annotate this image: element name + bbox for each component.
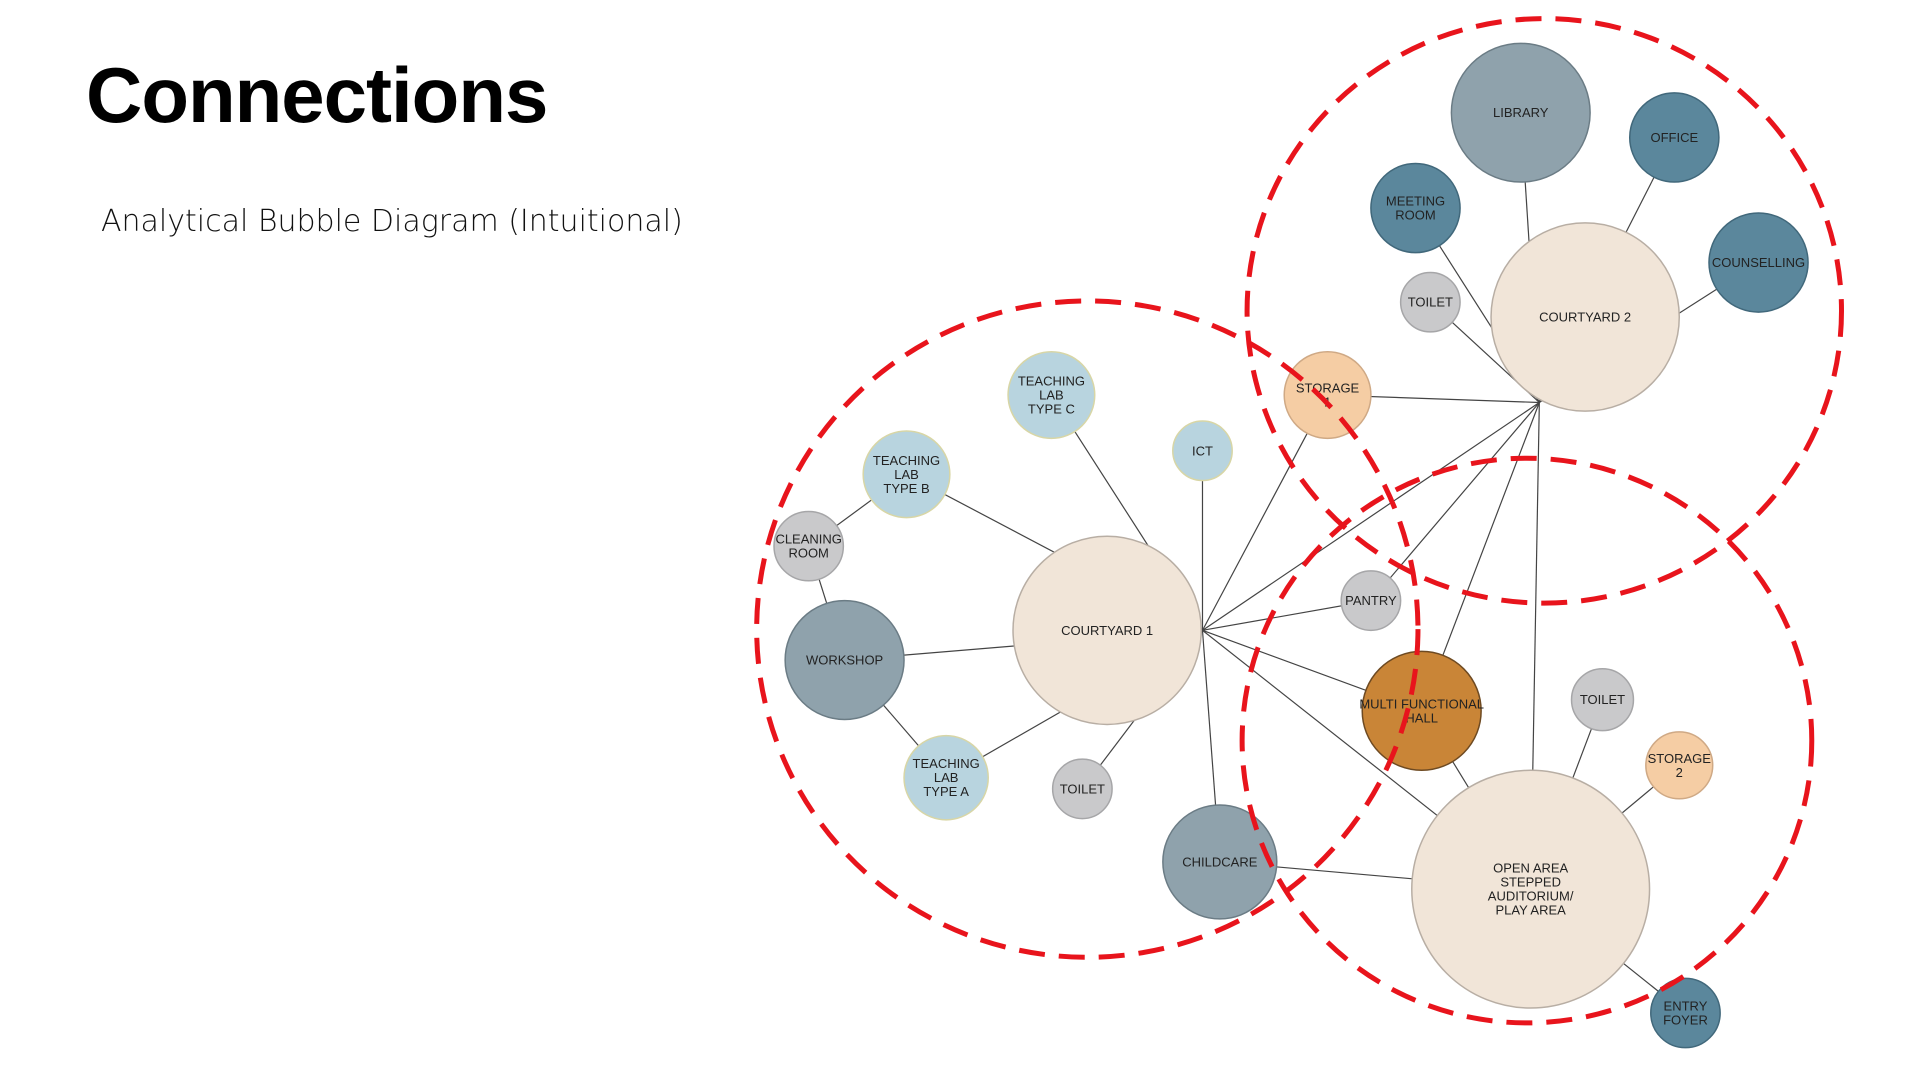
page-subtitle: Analytical Bubble Diagram (Intuitional) (101, 204, 683, 239)
zone-outline-courtyard-2 (1244, 16, 1845, 606)
bubble-circle (784, 599, 905, 721)
bubble-circle (1490, 222, 1681, 412)
bubble-label: COURTYARD 1 (1061, 623, 1153, 638)
bubble-label: FOYER (1663, 1013, 1708, 1028)
bubble-label: CLEANING (775, 532, 841, 547)
bubble-label: TOILET (1060, 781, 1105, 796)
bubble-circle (1361, 650, 1482, 772)
bubble-label: OPEN AREA (1493, 861, 1568, 876)
bubble-label: TEACHING (1018, 374, 1085, 389)
bubble-office: OFFICE (1628, 92, 1720, 183)
bubble-circle (1012, 535, 1202, 726)
bubble-label: AUDITORIUM/ (1488, 889, 1574, 904)
bubble-label: ICT (1192, 443, 1213, 458)
bubble-circle (1628, 92, 1720, 183)
bubble-circle (1570, 667, 1635, 732)
bubble-childcare: CHILDCARE (1162, 804, 1278, 920)
bubble-label: MULTI FUNCTIONAL (1359, 696, 1484, 711)
bubble-circle (1708, 212, 1809, 313)
bubble-workshop: WORKSHOP (784, 599, 905, 721)
bubble-circle (1340, 570, 1402, 632)
bubble-label: TYPE A (923, 784, 969, 799)
bubble-label: ROOM (788, 546, 828, 561)
bubble-label: COUNSELLING (1712, 255, 1805, 270)
bubble-circle (1645, 731, 1714, 800)
bubble-counselling: COUNSELLING (1708, 212, 1809, 313)
page-title: Connections (86, 51, 548, 139)
bubble-pantry: PANTRY (1340, 570, 1402, 632)
bubble-circle (1650, 977, 1721, 1049)
bubble-label: ENTRY (1664, 999, 1708, 1014)
connection-courtyard2-pantry (1370, 402, 1540, 602)
bubble-label: HALL (1405, 710, 1438, 725)
bubble-label: STORAGE (1648, 751, 1712, 766)
bubble-label: TOILET (1580, 692, 1625, 707)
bubble-circle (1283, 350, 1372, 440)
bubble-label: PLAY AREA (1495, 903, 1566, 918)
bubble-label: STEPPED (1500, 875, 1561, 890)
bubble-label: OFFICE (1650, 130, 1698, 145)
zone-outlines-layer (754, 16, 1845, 1026)
bubble-courtyard1: COURTYARD 1 (1012, 535, 1202, 726)
bubble-label: TYPE B (883, 481, 929, 496)
zone-outline-open-area (1239, 455, 1815, 1026)
bubble-circle (1411, 769, 1651, 1009)
bubble-circle (1162, 804, 1278, 920)
bubble-label: TEACHING (873, 453, 940, 468)
bubble-courtyard2: COURTYARD 2 (1490, 222, 1681, 412)
bubble-label: TOILET (1408, 295, 1453, 310)
bubble-ict: ICT (1172, 420, 1233, 482)
connection-courtyard1-storage-1 (1201, 394, 1329, 631)
bubble-circle (903, 734, 989, 821)
bubble-toilet-3: TOILET (1570, 667, 1635, 732)
bubble-toilet-1: TOILET (1051, 758, 1113, 820)
bubble-circle (862, 430, 951, 519)
connection-courtyard1-courtyard2 (1202, 401, 1540, 631)
bubble-label: LAB (1039, 388, 1064, 403)
bubble-label: TYPE C (1028, 402, 1075, 417)
bubble-circle (1051, 758, 1113, 820)
bubble-label: TEACHING (913, 756, 980, 771)
bubble-circle (773, 510, 845, 582)
bubble-label: ROOM (1395, 208, 1435, 223)
bubble-label: STORAGE (1296, 381, 1360, 396)
bubble-circle (1172, 420, 1233, 482)
bubble-label: COURTYARD 2 (1539, 310, 1631, 325)
bubble-label: MEETING (1386, 194, 1445, 209)
bubble-label: LAB (934, 770, 959, 785)
bubble-label: WORKSHOP (806, 653, 883, 668)
bubble-circle (1450, 42, 1591, 183)
zone-outline-courtyard-1 (754, 298, 1421, 960)
bubble-circle (1007, 350, 1096, 440)
bubble-label: CHILDCARE (1182, 854, 1257, 869)
bubble-label: 2 (1676, 765, 1683, 780)
bubble-label: LIBRARY (1493, 105, 1549, 120)
bubbles-layer: COURTYARD 1 COURTYARD 2 OPEN AREASTEPPEDAU… (773, 42, 1809, 1049)
bubble-toilet-2: TOILET (1399, 271, 1461, 333)
bubble-library: LIBRARY (1450, 42, 1591, 183)
bubble-label: PANTRY (1345, 593, 1397, 608)
bubble-circle (1399, 271, 1461, 333)
bubble-label: LAB (894, 467, 919, 482)
bubble-circle (1370, 162, 1461, 254)
